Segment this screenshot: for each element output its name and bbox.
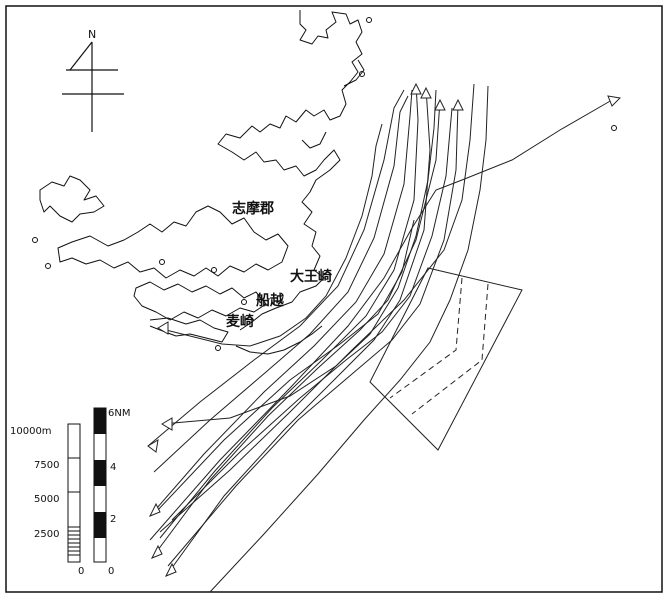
scale-label-7500: 7500 [34, 460, 59, 471]
north-arrow-icon: N [62, 28, 124, 132]
restricted-zone [369, 267, 523, 451]
scale-label-2nm: 2 [110, 514, 116, 525]
scale-bar-meters: 10000m 7500 5000 2500 0 [10, 423, 84, 577]
scale-label-10000m: 10000m [10, 426, 52, 437]
scale-label-2500: 2500 [34, 529, 59, 540]
vessel-tracks [147, 83, 613, 593]
place-label-district: 志摩郡 [232, 200, 274, 217]
place-label-daiozaki: 大王崎 [290, 268, 332, 285]
scale-label-5000: 5000 [34, 494, 59, 505]
place-label-nakiri: 麦崎 [226, 313, 254, 330]
place-label-funakoshi: 船越 [256, 292, 285, 309]
scale-label-6nm: 6NM [108, 408, 130, 419]
track-arrowheads [147, 82, 622, 577]
map-border [5, 5, 663, 593]
scale-bar-nautical-miles: 6NM 4 2 0 [93, 407, 130, 577]
coastline [32, 10, 617, 355]
scale-label-0m: 0 [78, 566, 84, 577]
north-label: N [88, 28, 96, 41]
scale-label-4nm: 4 [110, 462, 116, 473]
scale-label-0nm: 0 [108, 566, 114, 577]
